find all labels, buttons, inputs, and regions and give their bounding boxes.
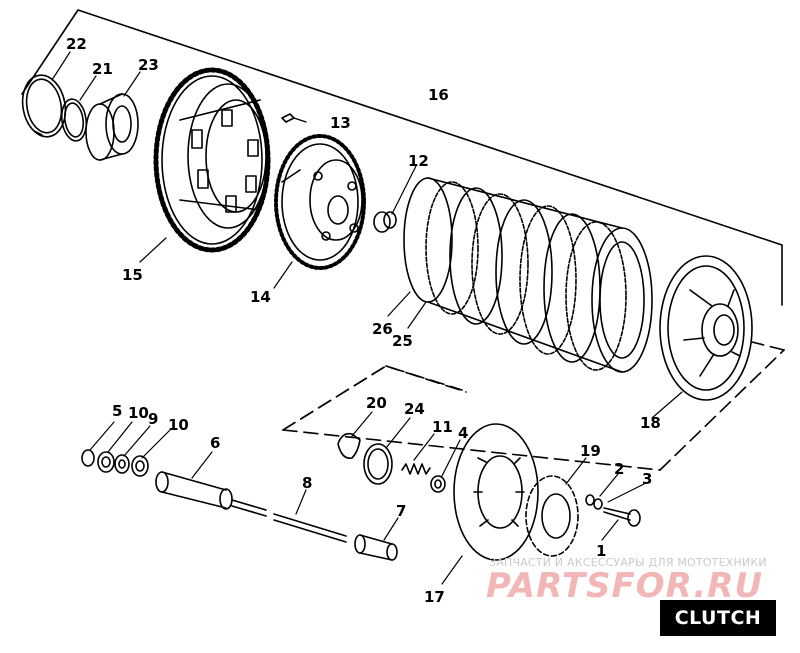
bolt-washer-part [585, 494, 641, 527]
clutch-pack-outline [21, 9, 783, 306]
clutch-shell-sprocket-part [153, 67, 271, 253]
callout-17: 17 [424, 588, 445, 606]
callout-12: 12 [408, 152, 429, 170]
callout-4: 4 [458, 424, 468, 442]
washer-stack-part [81, 449, 149, 477]
callout-20: 20 [366, 394, 387, 412]
callout-2: 2 [614, 460, 624, 478]
callout-25: 25 [392, 332, 413, 350]
diaphragm-spring-part [453, 423, 539, 561]
retaining-ring-part [21, 74, 67, 138]
spring-retainer-part [525, 475, 579, 557]
callout-24: 24 [404, 400, 425, 418]
callout-10-right: 10 [168, 416, 189, 434]
clutch-plates-part [403, 177, 653, 373]
callout-3: 3 [642, 470, 652, 488]
release-sleeve-part [155, 471, 233, 510]
spring-ring-part [363, 443, 393, 485]
callout-9: 9 [148, 410, 158, 428]
adjuster-screw-part [354, 534, 398, 561]
leader-lines [51, 51, 683, 585]
callout-13: 13 [330, 114, 351, 132]
adjusting-spring-part [401, 463, 431, 475]
callout-11: 11 [432, 418, 453, 436]
bearing-part [85, 93, 139, 161]
callout-16: 16 [428, 86, 449, 104]
callout-1: 1 [596, 542, 606, 560]
watermark-logo: PARTSFOR.RU [486, 566, 764, 606]
callout-22: 22 [66, 35, 87, 53]
lockplate-part [337, 432, 361, 460]
pressure-plate-part [659, 255, 753, 401]
callout-7: 7 [396, 502, 406, 520]
callout-14: 14 [250, 288, 271, 306]
callout-19: 19 [580, 442, 601, 460]
part-callouts: 22 21 23 16 13 12 15 14 26 25 18 5 10 9 … [66, 35, 661, 606]
callout-26: 26 [372, 320, 393, 338]
adjuster-nut-part [430, 475, 446, 493]
callout-18: 18 [640, 414, 661, 432]
callout-6: 6 [210, 434, 220, 452]
diagram-title-badge: CLUTCH [660, 600, 776, 636]
callout-15: 15 [122, 266, 143, 284]
watermark-tagline: ЗАПЧАСТИ И АКСЕССУАРЫ ДЛЯ МОТОТЕХНИКИ [489, 556, 767, 569]
callout-21: 21 [92, 60, 113, 78]
callout-23: 23 [138, 56, 159, 74]
key-part [281, 113, 295, 123]
hub-nut-part [373, 211, 397, 233]
callout-10-left: 10 [128, 404, 149, 422]
push-rod-part [231, 499, 347, 543]
clutch-hub-part [274, 134, 366, 270]
callout-8: 8 [302, 474, 312, 492]
callout-5: 5 [112, 402, 122, 420]
snap-ring-part [60, 98, 88, 142]
